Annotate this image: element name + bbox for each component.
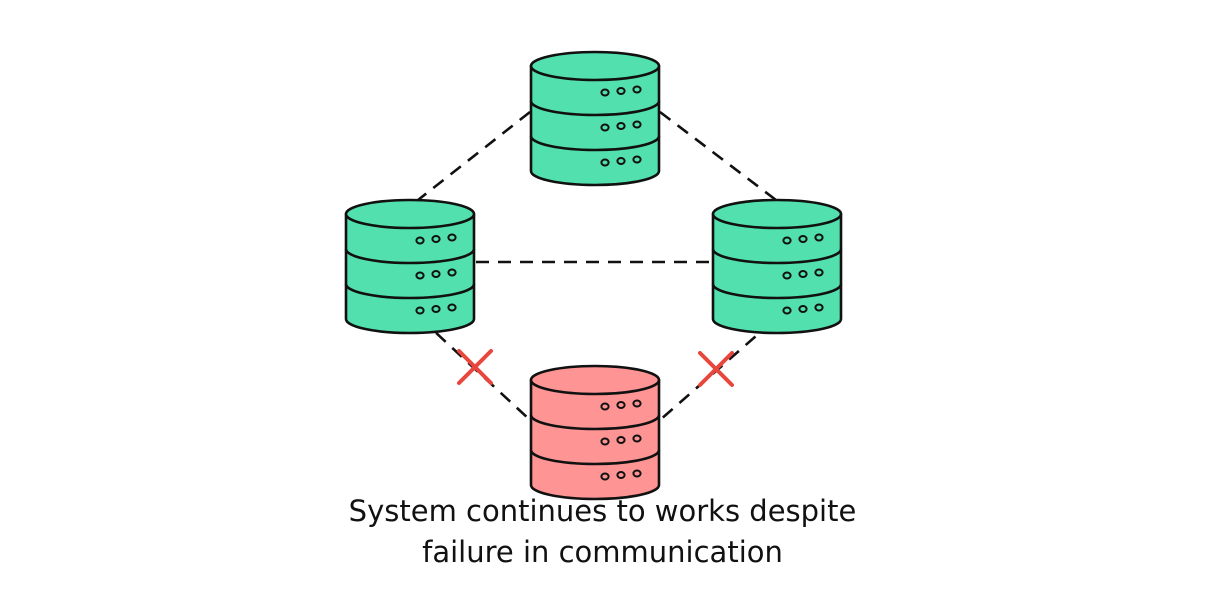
caption-line-1: System continues to works despite	[348, 494, 857, 528]
crosses-layer	[457, 349, 734, 387]
database-server-icon-top	[529, 50, 661, 187]
cross-icon	[457, 349, 493, 385]
link-top-right	[659, 110, 777, 202]
link-top-left	[417, 110, 531, 202]
nodes-layer	[344, 50, 843, 501]
caption-line-2: failure in communication	[422, 535, 783, 569]
database-server-icon-left	[344, 198, 476, 335]
database-server-icon-right	[711, 198, 843, 335]
database-server-icon-bottom	[529, 364, 661, 501]
cross-icon	[698, 351, 734, 387]
